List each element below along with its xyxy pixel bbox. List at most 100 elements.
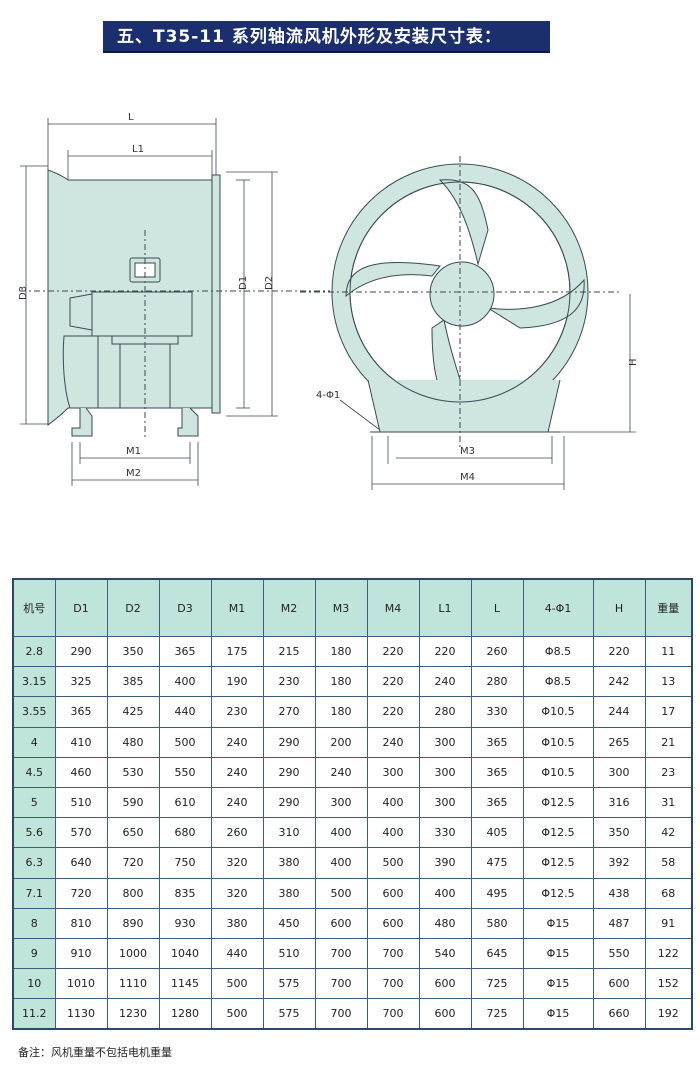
table-cell: 600 — [314, 907, 368, 939]
table-cell: 240 — [210, 756, 264, 788]
table-cell: 750 — [158, 847, 212, 879]
table-cell: 500 — [314, 877, 368, 909]
column-header: D2 — [106, 578, 160, 637]
table-cell: 400 — [314, 817, 368, 849]
table-cell: 310 — [262, 817, 316, 849]
fan-dimension-drawing: L L1 D3 D1 D2 M1 M2 — [0, 80, 700, 500]
dim-label-M2: M2 — [126, 468, 141, 479]
table-cell: 280 — [418, 696, 472, 728]
fan-blade — [487, 278, 585, 329]
table-cell: 700 — [314, 998, 368, 1030]
model-number-cell: 8 — [12, 907, 56, 939]
table-cell: 365 — [470, 756, 524, 788]
column-header: 4-Φ1 — [522, 578, 594, 637]
table-cell: 300 — [418, 786, 472, 819]
table-cell: 385 — [106, 666, 160, 698]
table-cell: 1145 — [158, 968, 212, 1000]
table-cell: 1010 — [54, 968, 108, 1000]
table-cell: 365 — [158, 635, 212, 668]
table-cell: 13 — [644, 666, 693, 698]
table-cell: 290 — [54, 635, 108, 668]
table-cell: 290 — [262, 726, 316, 758]
table-cell: 280 — [470, 666, 524, 698]
column-header: 机号 — [12, 578, 56, 637]
table-cell: 260 — [470, 635, 524, 668]
table-cell: 500 — [210, 968, 264, 1000]
table-cell: 400 — [366, 786, 420, 819]
table-cell: Φ12.5 — [522, 877, 594, 909]
table-cell: 800 — [106, 877, 160, 909]
table-cell: 220 — [366, 696, 420, 728]
table-cell: 700 — [366, 968, 420, 1000]
front-view — [300, 156, 620, 450]
table-cell: 500 — [158, 726, 212, 758]
table-cell: 600 — [418, 968, 472, 1000]
model-number-cell: 3.55 — [12, 696, 56, 728]
table-cell: 122 — [644, 937, 693, 970]
dim-label-M4: M4 — [460, 472, 475, 483]
table-cell: 290 — [262, 756, 316, 788]
table-cell: 440 — [210, 937, 264, 970]
column-header: M1 — [210, 578, 264, 637]
table-cell: 230 — [262, 666, 316, 698]
table-cell: 590 — [106, 786, 160, 819]
table-cell: 650 — [106, 817, 160, 849]
table-cell: 175 — [210, 635, 264, 668]
table-cell: 200 — [314, 726, 368, 758]
column-header: D1 — [54, 578, 108, 637]
table-cell: 392 — [592, 847, 646, 879]
table-cell: 480 — [106, 726, 160, 758]
model-number-cell: 2.8 — [12, 635, 56, 668]
table-cell: 550 — [592, 937, 646, 970]
column-header: H — [592, 578, 646, 637]
table-cell: 487 — [592, 907, 646, 939]
table-cell: 240 — [418, 666, 472, 698]
dim-label-D1: D1 — [238, 276, 249, 290]
model-number-cell: 3.15 — [12, 666, 56, 698]
table-cell: 600 — [418, 998, 472, 1030]
dim-label-L: L — [128, 112, 134, 123]
table-cell: 700 — [314, 968, 368, 1000]
table-cell: 215 — [262, 635, 316, 668]
footnote: 备注：风机重量不包括电机重量 — [18, 1046, 172, 1059]
model-number-cell: 5.6 — [12, 817, 56, 849]
table-cell: 495 — [470, 877, 524, 909]
table-cell: 425 — [106, 696, 160, 728]
dim-label-M1: M1 — [126, 446, 141, 457]
model-number-cell: 6.3 — [12, 847, 56, 879]
fan-blade — [345, 262, 441, 298]
fan-blade — [438, 179, 489, 266]
column-header: M4 — [366, 578, 420, 637]
table-cell: 242 — [592, 666, 646, 698]
column-header: 重量 — [644, 578, 693, 637]
table-cell: 220 — [366, 666, 420, 698]
table-cell: 192 — [644, 998, 693, 1030]
column-header: M3 — [314, 578, 368, 637]
table-cell: 680 — [158, 817, 212, 849]
table-cell: 1110 — [106, 968, 160, 1000]
table-cell: 380 — [262, 877, 316, 909]
table-cell: 260 — [210, 817, 264, 849]
table-cell: Φ15 — [522, 907, 594, 939]
table-cell: 265 — [592, 726, 646, 758]
table-cell: Φ8.5 — [522, 666, 594, 698]
model-number-cell: 10 — [12, 968, 56, 1000]
table-cell: 500 — [366, 847, 420, 879]
table-cell: 1000 — [106, 937, 160, 970]
model-number-cell: 9 — [12, 937, 56, 970]
table-cell: 330 — [418, 817, 472, 849]
table-cell: 400 — [366, 817, 420, 849]
table-cell: 550 — [158, 756, 212, 788]
table-cell: Φ15 — [522, 998, 594, 1030]
table-cell: 365 — [470, 726, 524, 758]
column-header: L1 — [418, 578, 472, 637]
table-cell: 410 — [54, 726, 108, 758]
table-cell: 930 — [158, 907, 212, 939]
table-cell: 91 — [644, 907, 693, 939]
